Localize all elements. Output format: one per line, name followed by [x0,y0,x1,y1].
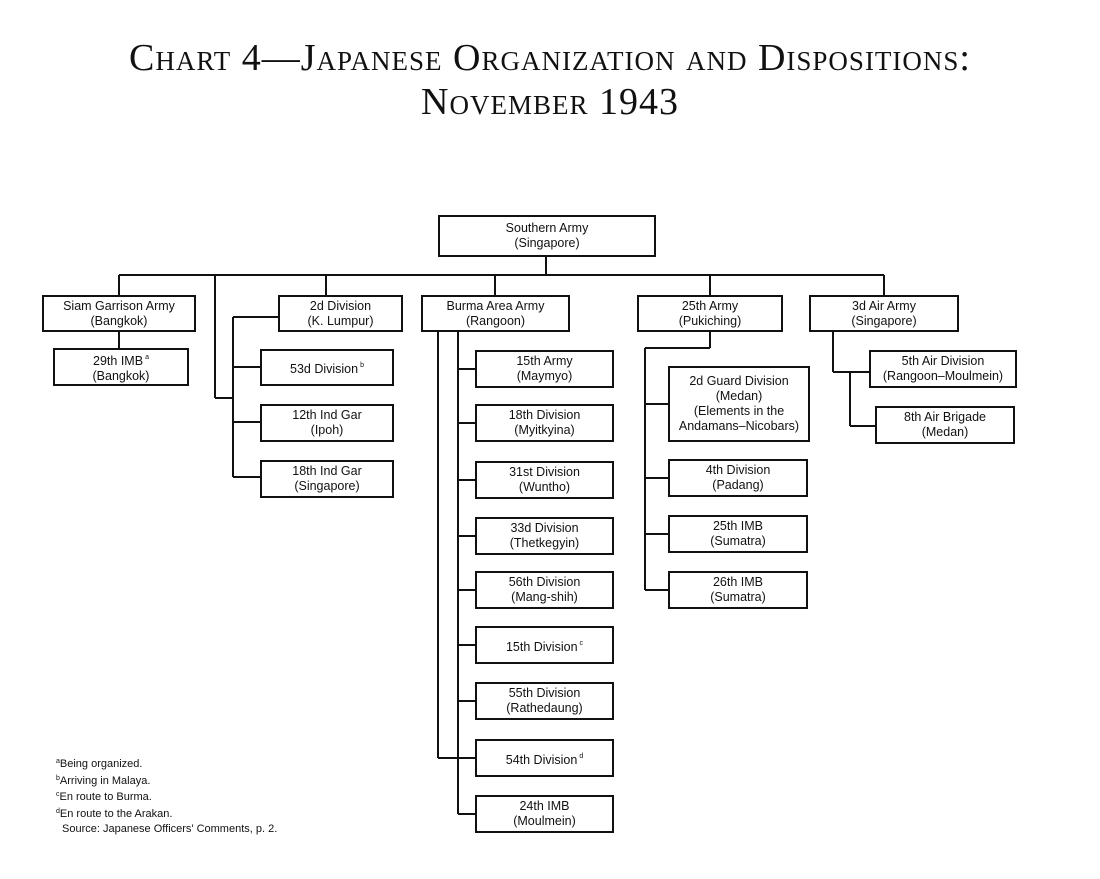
node-name: 2d Division [309,298,372,313]
node-southern-army: Southern Army (Singapore) [438,215,656,257]
node-location: (Ipoh) [310,423,344,437]
node-location: (Singapore) [294,479,360,493]
node-location: (Sumatra) [710,534,766,548]
node-location: (Moulmein) [513,814,576,828]
node-location: (Bangkok) [90,313,148,328]
node-name: 8th Air Brigade [904,410,986,424]
source-note: Source: Japanese Officers' Comments, p. … [62,823,278,835]
node-location: (Rangoon–Moulmein) [882,369,1004,383]
node-2d-division: 2d Division (K. Lumpur) [278,295,403,332]
node-location: (Wuntho) [518,480,571,494]
node-location: (Mang-shih) [511,590,578,604]
node-25th-imb: 25th IMB (Sumatra) [668,515,808,553]
node-location: (Singapore) [851,313,917,328]
footnote-mark: a [56,758,60,765]
node-location: (K. Lumpur) [307,313,374,328]
node-name: 25th IMB [712,519,764,533]
node-4th-division: 4th Division (Padang) [668,459,808,497]
node-3d-air-army: 3d Air Army (Singapore) [809,295,959,332]
node-location: (Sumatra) [710,590,766,604]
node-name: 25th Army [681,298,739,313]
node-18th-division: 18th Division (Myitkyina) [475,404,614,442]
node-24th-imb: 24th IMB (Moulmein) [475,795,614,833]
footnote-a: aBeing organized. [56,755,277,772]
node-name: 33d Division [510,521,579,535]
node-8th-air-brigade: 8th Air Brigade (Medan) [875,406,1015,444]
node-name: Burma Area Army [446,298,545,313]
node-name-text: 53d Division [290,362,359,376]
node-note: (Elements in the [693,404,785,418]
footnote-d: dEn route to the Arakan. [56,805,277,822]
node-55th-division: 55th Division (Rathedaung) [475,682,614,720]
node-name: 5th Air Division [901,354,985,368]
node-location: (Rathedaung) [506,701,583,715]
node-12th-ind-gar: 12th Ind Gar (Ipoh) [260,404,394,442]
node-name: 56th Division [508,575,581,589]
node-25th-army: 25th Army (Pukiching) [637,295,783,332]
node-name: 4th Division [705,463,771,477]
footnote-ref: b [360,362,364,369]
node-name: 2d Guard Division [689,374,789,388]
node-name: Southern Army [505,221,589,235]
node-burma-area-army: Burma Area Army (Rangoon) [421,295,570,332]
node-name-text: 15th Division [505,639,578,654]
node-location: (Rangoon) [465,313,526,328]
chart-title-line-2: November 1943 [421,81,679,123]
node-name: 24th IMB [519,799,570,813]
node-name-text: 54th Division [505,752,578,767]
footnote-mark: d [56,807,60,815]
node-name: 18th Division [508,408,581,422]
node-name: 18th Ind Gar [292,464,362,478]
node-location: (Padang) [712,478,764,492]
node-26th-imb: 26th IMB (Sumatra) [668,571,808,609]
node-location: (Pukiching) [678,313,742,328]
footnote-text: En route to the Arakan. [59,807,173,820]
node-name: 31st Division [509,465,580,479]
node-location: (Myitkyina) [514,423,575,437]
node-name: Siam Garrison Army [63,298,175,313]
node-31st-division: 31st Division (Wuntho) [475,461,614,499]
node-name: 55th Division [508,686,581,700]
chart-title-line-1: Chart 4—Japanese Organization and Dispos… [129,37,971,79]
footnote-mark: b [56,774,60,782]
node-name-text: 29th IMB [93,354,144,368]
node-location: (Medan) [921,425,969,439]
node-location: (Bangkok) [92,369,150,383]
node-name: 12th Ind Gar [292,408,362,422]
footnote-b: bArriving in Malaya. [56,772,277,789]
node-location: (Medan) [715,389,763,403]
footnote-text: En route to Burma. [59,791,152,803]
node-location: (Singapore) [514,236,580,250]
node-siam-garrison-army: Siam Garrison Army (Bangkok) [42,295,196,332]
node-location: (Maymyo) [516,369,573,383]
node-15th-army: 15th Army (Maymyo) [475,350,614,388]
node-33d-division: 33d Division (Thetkegyin) [475,517,614,555]
node-location: (Thetkegyin) [509,536,580,550]
node-note: Andamans–Nicobars) [678,419,800,433]
footnote-ref: a [145,354,149,361]
node-name: 15th Army [516,354,573,368]
node-5th-air-division: 5th Air Division (Rangoon–Moulmein) [869,350,1017,388]
footnote-ref: c [579,639,584,647]
node-18th-ind-gar: 18th Ind Gar (Singapore) [260,460,394,498]
footnotes: aBeing organized. bArriving in Malaya. c… [56,755,277,837]
footnote-text: Arriving in Malaya. [59,774,151,787]
node-name: 3d Air Army [852,298,916,313]
node-56th-division: 56th Division (Mang-shih) [475,571,614,609]
footnote-text: Being organized. [59,758,143,770]
footnote-c: cEn route to Burma. [56,788,277,805]
footnote-mark: c [56,791,60,798]
footnote-ref: d [579,752,584,760]
node-2d-guard-division: 2d Guard Division (Medan) (Elements in t… [668,366,810,442]
node-name: 26th IMB [712,575,764,589]
